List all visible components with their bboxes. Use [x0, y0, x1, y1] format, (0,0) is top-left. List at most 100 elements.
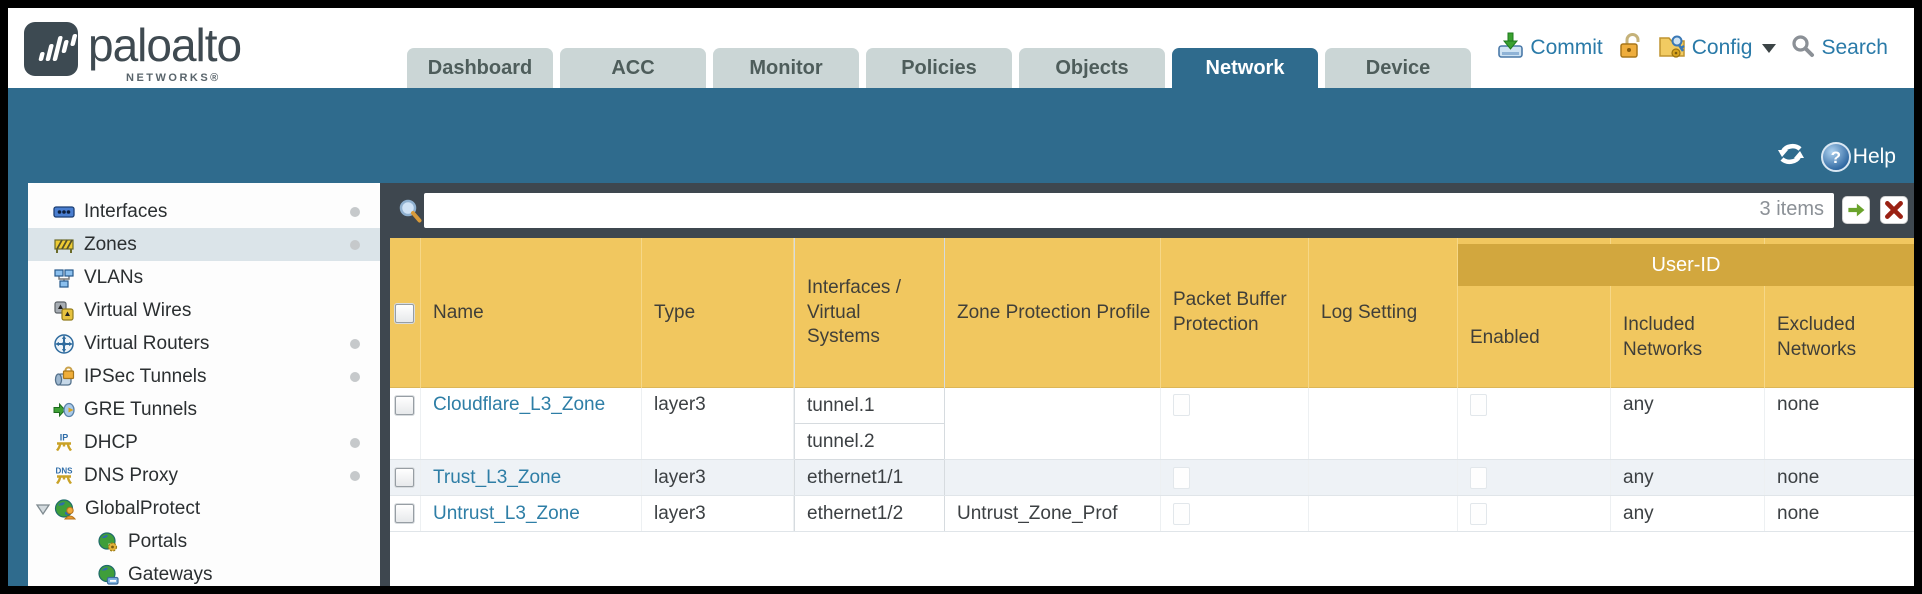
main-nav-tabs: Dashboard ACC Monitor Policies Objects N…: [407, 48, 1478, 88]
col-header-included-networks[interactable]: Included Networks: [1611, 238, 1765, 388]
tab-policies[interactable]: Policies: [866, 48, 1012, 88]
virtual-wires-icon: [52, 300, 76, 322]
clear-filter-button[interactable]: [1880, 196, 1908, 224]
sidebar-item-label: VLANs: [84, 266, 144, 288]
filter-search-icon[interactable]: [397, 198, 423, 229]
status-dot: [350, 339, 360, 349]
sidebar-item-gateways[interactable]: Gateways: [28, 558, 380, 586]
zone-name-link[interactable]: Cloudflare_L3_Zone: [433, 394, 606, 415]
col-header-type[interactable]: Type: [642, 238, 794, 388]
col-header-packet-buffer-protection[interactable]: Packet Buffer Protection: [1161, 238, 1309, 388]
zone-name-link[interactable]: Trust_L3_Zone: [433, 466, 562, 488]
sidebar-item-label: IPSec Tunnels: [84, 365, 207, 387]
virtual-routers-icon: [52, 333, 76, 355]
sidebar-item-gre-tunnels[interactable]: GRE Tunnels: [28, 393, 380, 426]
row-checkbox[interactable]: [395, 396, 414, 415]
expander-triangle-icon[interactable]: [34, 500, 52, 518]
col-header-enabled[interactable]: Enabled: [1458, 238, 1611, 388]
sidebar-item-dns-proxy[interactable]: DNS DNS Proxy: [28, 459, 380, 492]
zone-interfaces: ethernet1/2: [794, 496, 945, 531]
packet-buffer-protection-cell: [1161, 496, 1309, 531]
sidebar-item-portals[interactable]: Portals: [28, 525, 380, 558]
config-dropdown[interactable]: Config: [1658, 32, 1777, 64]
sidebar-item-label: Gateways: [128, 563, 213, 585]
col-header-interfaces[interactable]: Interfaces / Virtual Systems: [794, 238, 945, 388]
sidebar-item-vlans[interactable]: VLANs: [28, 261, 380, 294]
apply-filter-button[interactable]: [1842, 196, 1870, 224]
sidebar-item-globalprotect[interactable]: GlobalProtect: [28, 492, 380, 525]
zone-type: layer3: [642, 460, 794, 495]
tab-monitor[interactable]: Monitor: [713, 48, 859, 88]
interfaces-icon: [52, 201, 76, 223]
sidebar-item-label: Zones: [84, 233, 137, 255]
commit-button[interactable]: Commit: [1497, 32, 1603, 64]
sidebar-item-label: Interfaces: [84, 200, 168, 222]
packet-buffer-protection-checkbox: [1173, 394, 1190, 416]
tab-device[interactable]: Device: [1325, 48, 1471, 88]
user-id-group-header: User-ID: [1458, 244, 1914, 286]
table-row: Trust_L3_Zone layer3 ethernet1/1 any non…: [390, 460, 1914, 496]
help-button[interactable]: ? Help: [1820, 141, 1896, 172]
sidebar-item-label: DHCP: [84, 431, 138, 453]
table-body: Cloudflare_L3_Zone layer3 tunnel.1 tunne…: [390, 388, 1914, 532]
refresh-button[interactable]: [1775, 140, 1807, 173]
tab-dashboard[interactable]: Dashboard: [407, 48, 553, 88]
sidebar-item-interfaces[interactable]: Interfaces: [28, 195, 380, 228]
interface-item: tunnel.1: [795, 388, 944, 424]
sidebar-item-ipsec-tunnels[interactable]: IPSec Tunnels: [28, 360, 380, 393]
sidebar-item-virtual-routers[interactable]: Virtual Routers: [28, 327, 380, 360]
zones-pane: 3 items: [390, 183, 1914, 586]
filter-input[interactable]: [424, 193, 1834, 228]
zone-protection-profile: Untrust_Zone_Prof: [945, 496, 1161, 531]
brand-subtitle: NETWORKS®: [126, 72, 221, 84]
help-label: Help: [1852, 144, 1896, 168]
sidebar-item-label: GRE Tunnels: [84, 398, 197, 420]
sidebar-item-virtual-wires[interactable]: Virtual Wires: [28, 294, 380, 327]
packet-buffer-protection-cell: [1161, 388, 1309, 459]
packet-buffer-protection-checkbox: [1173, 466, 1190, 489]
row-checkbox[interactable]: [395, 504, 414, 523]
sidebar-item-zones[interactable]: Zones: [28, 228, 380, 261]
tab-acc[interactable]: ACC: [560, 48, 706, 88]
sub-header-bar: ? Help: [8, 88, 1914, 183]
gateways-icon: [96, 564, 120, 586]
items-count: 3 items: [1759, 198, 1824, 220]
clear-button-icon: [1885, 201, 1903, 219]
included-networks: any: [1611, 388, 1765, 459]
top-action-bar: Commit: [1497, 8, 1888, 88]
tab-network[interactable]: Network: [1172, 48, 1318, 88]
included-networks: any: [1611, 460, 1765, 495]
top-header-bar: paloalto NETWORKS® Dashboard ACC Monitor…: [8, 8, 1914, 88]
select-all-cell: [390, 238, 421, 388]
sidebar-item-label: Virtual Wires: [84, 299, 192, 321]
user-id-enabled-checkbox: [1470, 502, 1487, 525]
col-header-name[interactable]: Name: [421, 238, 642, 388]
config-icon: [1658, 32, 1686, 64]
search-label: Search: [1821, 36, 1888, 59]
select-all-checkbox[interactable]: [395, 303, 414, 323]
help-icon: ?: [1820, 141, 1851, 172]
portals-icon: [96, 531, 120, 553]
sidebar-item-dhcp[interactable]: IP DHCP: [28, 426, 380, 459]
svg-text:DNS: DNS: [56, 466, 74, 475]
user-id-enabled-cell: [1458, 496, 1611, 531]
interface-item: tunnel.2: [795, 424, 944, 460]
sidebar-item-label: DNS Proxy: [84, 464, 178, 486]
row-checkbox[interactable]: [395, 468, 414, 487]
search-icon: [1791, 34, 1815, 63]
col-header-excluded-networks[interactable]: Excluded Networks: [1777, 314, 1857, 360]
col-header-zone-protection-profile[interactable]: Zone Protection Profile: [945, 238, 1161, 388]
zones-icon: [52, 234, 76, 256]
lock-button[interactable]: [1618, 32, 1643, 64]
tab-objects[interactable]: Objects: [1019, 48, 1165, 88]
dns-proxy-icon: DNS: [52, 465, 76, 487]
brand-name: paloalto: [88, 19, 242, 71]
vlans-icon: [52, 267, 76, 289]
zone-interfaces: tunnel.1 tunnel.2: [794, 388, 945, 460]
zone-type: layer3: [642, 496, 794, 531]
zone-name-link[interactable]: Untrust_L3_Zone: [433, 502, 580, 524]
paloalto-logo: paloalto NETWORKS®: [24, 18, 254, 84]
col-header-log-setting[interactable]: Log Setting: [1309, 238, 1458, 388]
zone-protection-profile: [945, 388, 1161, 459]
global-search-button[interactable]: Search: [1791, 34, 1888, 63]
